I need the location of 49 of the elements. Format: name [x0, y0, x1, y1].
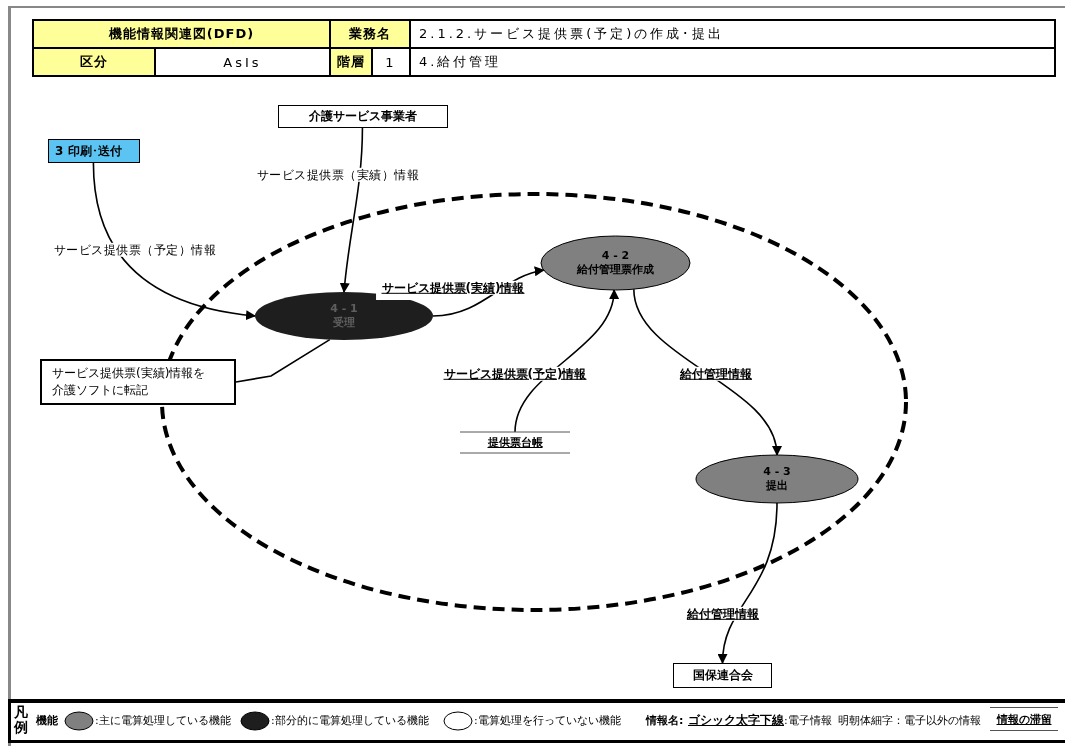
- table-cell: 2.1.2.サービス提供票(予定)の作成･提出: [410, 20, 1055, 48]
- note-box: [40, 359, 236, 405]
- process-ellipse: [696, 455, 858, 503]
- legend-heading: 機能: [36, 714, 58, 728]
- edge-label: サービス提供票（予定）情報: [51, 242, 219, 258]
- legend-title: 凡例: [14, 705, 28, 736]
- edge-label: サービス提供票（実績）情報: [254, 167, 422, 183]
- arrow: [339, 127, 364, 293]
- table-cell: 4.給付管理: [410, 48, 1055, 76]
- legend-text: ゴシック太字下線: [688, 713, 784, 728]
- arrow: [718, 502, 778, 664]
- table-header-cell: 機能情報関連図(DFD): [33, 20, 330, 48]
- edge-label: 給付管理情報: [678, 366, 754, 382]
- legend-text: 明朝体細字：電子以外の情報: [838, 714, 981, 728]
- table-header-cell: 階層: [330, 48, 372, 76]
- legend-text: :主に電算処理している機能: [95, 714, 231, 728]
- entity-label: 介護サービス事業者: [309, 108, 417, 125]
- arrow: [514, 289, 618, 433]
- legend-heading: 情報名:: [646, 714, 684, 728]
- external-entity-box: [673, 663, 772, 688]
- edge-label: 給付管理情報: [685, 606, 761, 622]
- entity-label: 3 印刷･送付: [55, 142, 122, 160]
- process-name: 給付管理票作成: [577, 263, 654, 277]
- entity-label: 国保連合会: [692, 667, 753, 684]
- arrow: [92, 162, 256, 320]
- legend-text: :電子情報: [784, 714, 832, 728]
- table-header-cell: 区分: [33, 48, 155, 76]
- process-ellipse: [541, 236, 690, 290]
- process-ellipse: [255, 292, 433, 340]
- process-number: 4 - 2: [601, 249, 630, 263]
- table-cell: 1: [372, 48, 410, 76]
- process-name: 受理: [333, 316, 355, 330]
- table-header-cell: 業務名: [330, 20, 410, 48]
- data-store-label: 提供票台帳: [487, 435, 543, 450]
- legend-text: 情報の滞留: [996, 711, 1052, 727]
- legend-text: :電算処理を行っていない機能: [474, 714, 621, 728]
- process-number: 4 - 3: [763, 465, 791, 479]
- leader-line: [235, 338, 331, 383]
- process-number: 4 - 1: [330, 302, 358, 316]
- process-name: 提出: [766, 479, 788, 493]
- process-box: [48, 139, 140, 163]
- external-entity-box: [278, 105, 448, 128]
- edge-label: サービス提供票(実績)情報: [379, 280, 527, 296]
- edge-label: サービス提供票(予定)情報: [441, 366, 589, 382]
- legend-text: :部分的に電算処理している機能: [271, 714, 429, 728]
- arrow: [633, 288, 781, 456]
- table-cell: AsIs: [155, 48, 330, 76]
- data-store: [460, 432, 570, 453]
- note-text: サービス提供票(実績)情報を介護ソフトに転記: [52, 365, 207, 399]
